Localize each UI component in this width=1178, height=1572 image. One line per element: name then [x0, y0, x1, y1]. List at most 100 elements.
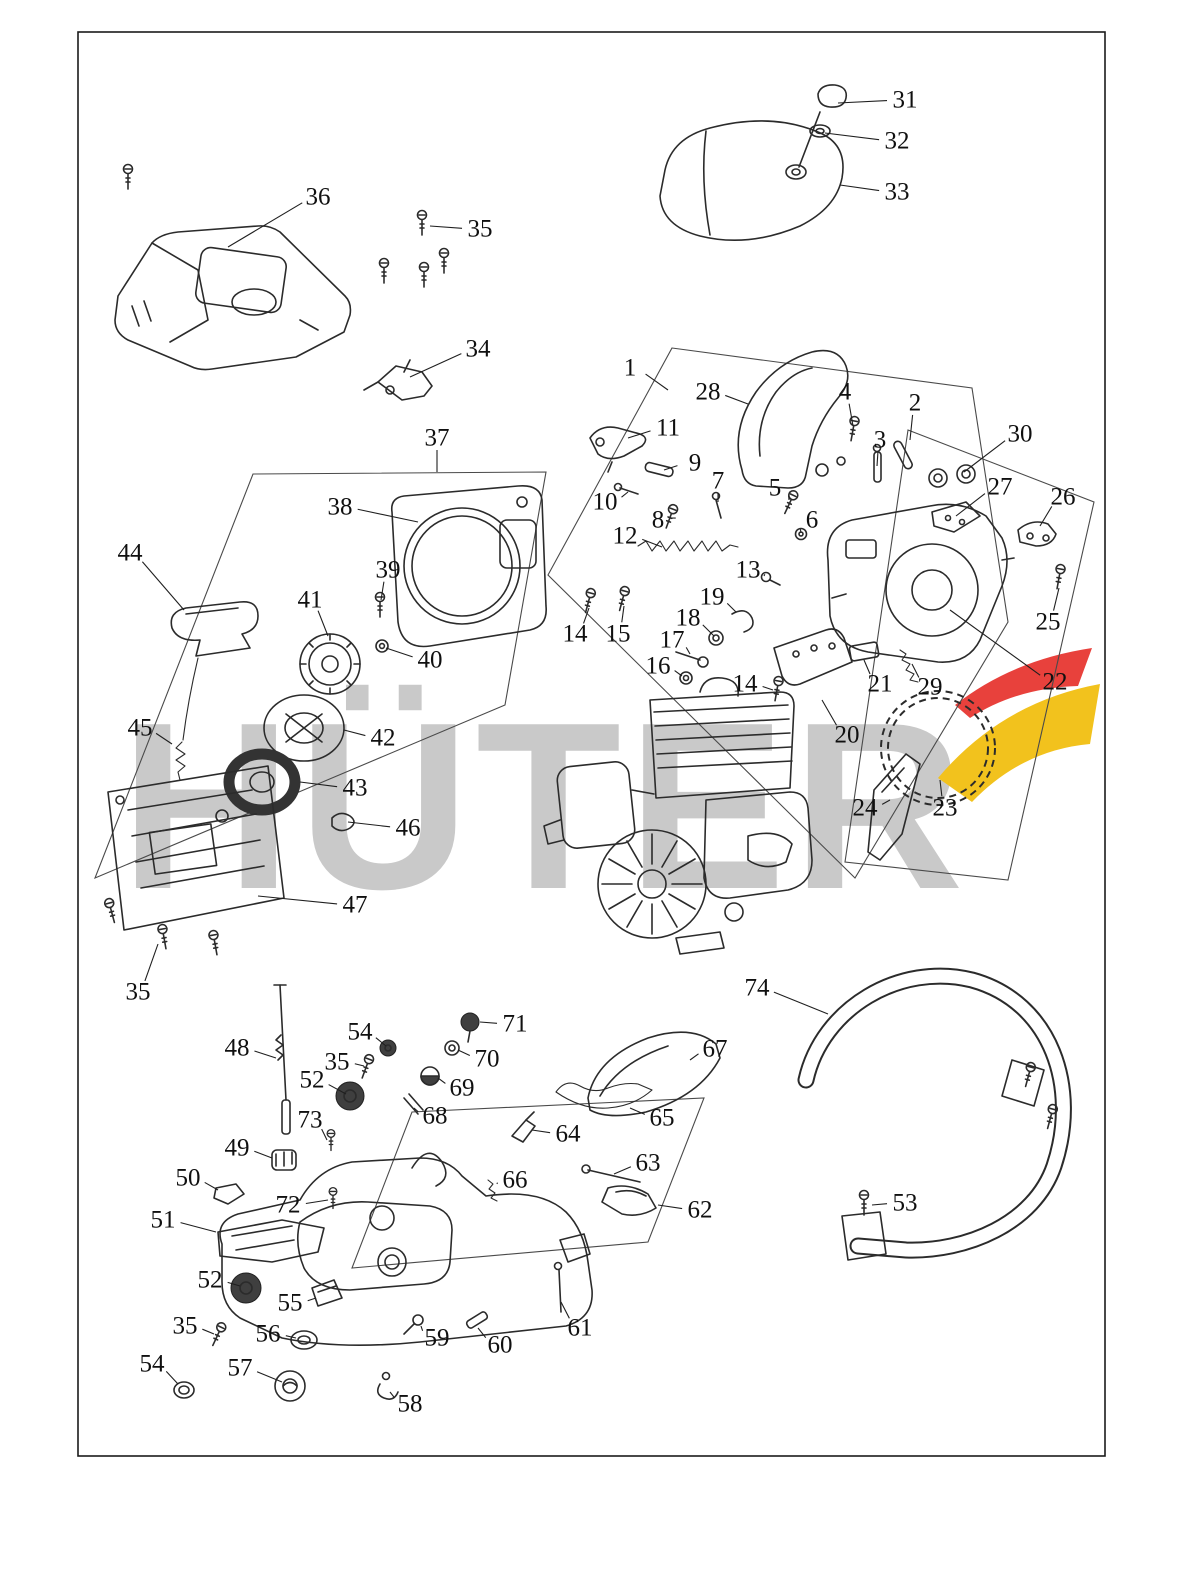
callout-67: 67 [703, 1036, 728, 1063]
callout-leader-63 [613, 1166, 632, 1175]
group-box-clutch [844, 429, 1095, 881]
callout-leader-52 [227, 1281, 241, 1287]
part-bracket-26 [1017, 521, 1057, 547]
callout-12: 12 [613, 523, 638, 550]
part-spring-12 [637, 540, 739, 552]
callout-4: 4 [839, 379, 852, 406]
part-hand-guard-28 [737, 349, 849, 489]
callout-leader-14 [583, 607, 590, 624]
callout-36: 36 [306, 184, 331, 211]
callout-leader-71 [479, 1021, 498, 1024]
callout-leader-25 [1053, 587, 1060, 611]
callout-leader-34 [409, 353, 462, 378]
callout-leader-12 [642, 538, 663, 548]
callout-leader-27 [955, 493, 986, 517]
callout-16: 16 [646, 653, 671, 680]
part-plate-27 [931, 501, 981, 533]
screw [122, 163, 134, 190]
part-pin-9 [644, 461, 674, 478]
part-starter-plate-47 [107, 765, 285, 931]
callout-49: 49 [225, 1135, 250, 1162]
callout-leader-42 [343, 729, 366, 737]
callout-18: 18 [676, 605, 701, 632]
part-pulley-41 [299, 633, 361, 695]
callout-22: 22 [1043, 669, 1068, 696]
callout-40: 40 [418, 647, 443, 674]
screw-25 [1051, 563, 1067, 591]
callout-leader-14 [762, 685, 774, 691]
part-pin-10 [613, 482, 639, 495]
callout-60: 60 [488, 1332, 513, 1359]
callout-leader-32 [824, 132, 880, 141]
callout-leader-35 [354, 1063, 365, 1067]
part-starter-grip-44 [170, 600, 259, 657]
callout-26: 26 [1051, 484, 1076, 511]
part-ring-54b [173, 1381, 195, 1399]
callout-leader-57 [256, 1371, 283, 1383]
callout-59: 59 [425, 1325, 450, 1352]
callout-14: 14 [733, 671, 759, 698]
callout-leader-10 [621, 491, 629, 498]
callout-leader-3 [876, 451, 879, 467]
callout-43: 43 [343, 775, 368, 802]
part-tank-handle-body [219, 1152, 593, 1346]
part-washer-70 [444, 1040, 460, 1056]
part-starter-housing-38 [390, 484, 547, 648]
callout-47: 47 [343, 892, 368, 919]
callout-35: 35 [126, 979, 151, 1006]
callout-48: 48 [225, 1035, 250, 1062]
callout-58: 58 [398, 1391, 423, 1418]
screw-35-bottom [207, 1320, 229, 1349]
callout-33: 33 [885, 179, 910, 206]
screw-8 [661, 502, 680, 531]
callout-leader-54 [165, 1370, 179, 1385]
callout-leader-30 [963, 440, 1006, 473]
callout-leader-68 [413, 1107, 419, 1113]
callout-14: 14 [563, 621, 589, 648]
callout-leader-49 [254, 1150, 273, 1159]
callout-leader-47 [257, 895, 338, 905]
callout-leader-6 [799, 529, 802, 534]
part-chain-23 [880, 690, 996, 806]
screw-5 [779, 488, 801, 517]
callout-69: 69 [450, 1075, 475, 1102]
callout-1: 1 [624, 355, 637, 382]
callout-leader-60 [477, 1327, 487, 1339]
part-washer-69 [420, 1066, 440, 1086]
callout-54: 54 [348, 1019, 374, 1046]
part-spring-cassette-43 [223, 748, 301, 816]
part-worm-gear-49 [271, 1149, 297, 1171]
callout-50: 50 [176, 1165, 201, 1192]
part-bar-60 [465, 1311, 489, 1329]
callout-29: 29 [918, 674, 943, 701]
part-rope-rotor-42 [263, 694, 345, 762]
callout-10: 10 [593, 489, 618, 516]
callout-70: 70 [475, 1046, 500, 1073]
part-oiler-rod-48 [273, 984, 291, 1135]
callout-27: 27 [988, 474, 1013, 501]
callout-53: 53 [893, 1190, 918, 1217]
screw-35-mid [357, 1052, 376, 1081]
part-starter-rope-45 [175, 657, 199, 781]
group-boxes [94, 347, 1095, 1269]
part-cap-31 [817, 84, 848, 108]
callout-23: 23 [933, 795, 958, 822]
part-pin-68 [403, 1093, 424, 1115]
callout-21: 21 [868, 671, 893, 698]
callout-leader-70 [457, 1049, 471, 1056]
callout-51: 51 [151, 1207, 176, 1234]
screw-39 [374, 591, 386, 618]
part-grommet-52b [230, 1272, 262, 1304]
callout-leader-51 [180, 1222, 217, 1233]
part-pin-7 [711, 491, 722, 519]
part-choke-64 [511, 1111, 536, 1143]
callout-46: 46 [396, 815, 421, 842]
callout-leader-73 [321, 1128, 328, 1141]
callout-13: 13 [736, 557, 761, 584]
callout-leader-64 [531, 1129, 551, 1134]
callout-2: 2 [909, 390, 922, 417]
callout-19: 19 [700, 584, 725, 611]
callout-leader-1 [645, 373, 669, 391]
